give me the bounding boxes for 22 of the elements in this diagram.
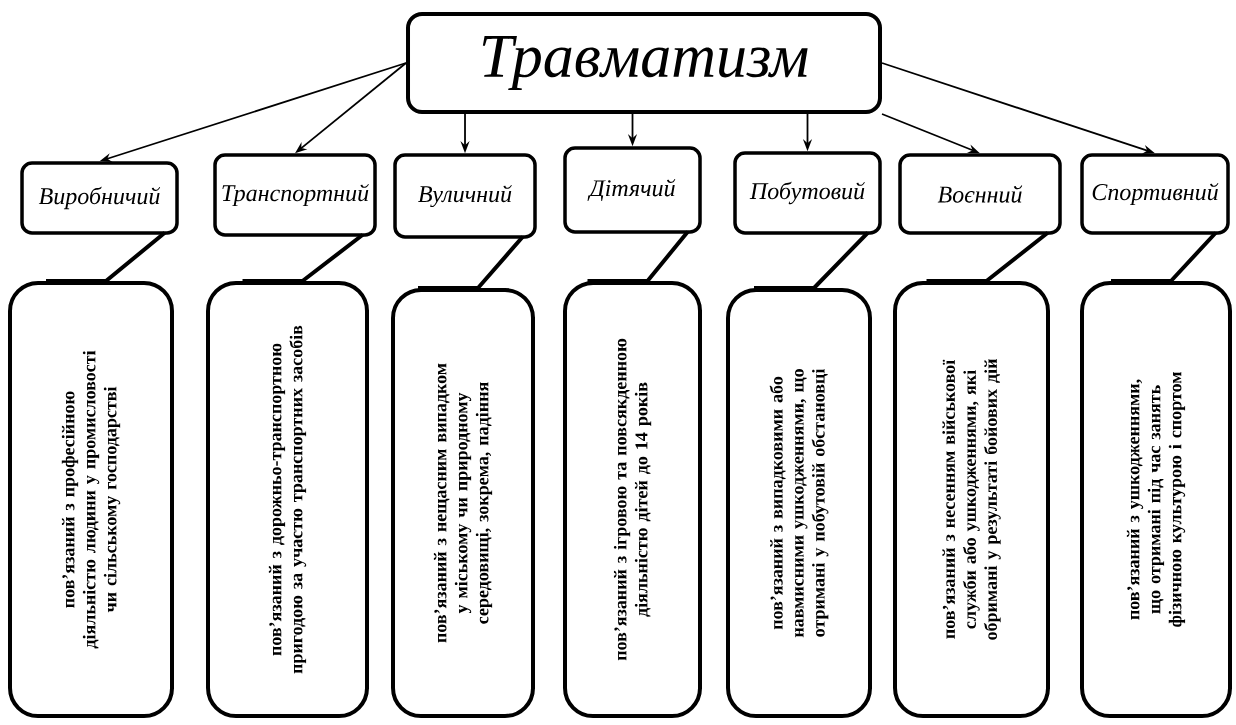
category-box: Побутовий	[733, 151, 882, 235]
callout-tail	[587, 230, 690, 283]
callout-tail	[754, 231, 870, 290]
category-box: Дітячий	[563, 146, 702, 234]
title-box: Травматизм	[406, 12, 882, 114]
description-callout: пов’язаний з нещасним випадком у міському чи природному середовищі, зокрема, падіння	[391, 288, 535, 718]
category-box: Вуличний	[393, 153, 537, 239]
category-box: Транспортний	[213, 153, 377, 237]
description-callout: пов’язаний з дорожньо-транспортною пригодою за участю транспортних засобів	[206, 281, 369, 718]
description-callout: пов’язаний з професійною діяльністю людини у промисловості чи сільському господарстві	[8, 281, 174, 718]
callout-tail	[46, 231, 167, 283]
callout-tail	[242, 233, 364, 283]
category-box: Спортивний	[1080, 153, 1230, 235]
description-callout: пов’язаний з ушкодженнями, що отримані під час занять фізичною культурою і спортом	[1080, 281, 1232, 718]
callout-tail	[926, 231, 1049, 283]
description-callout: пов’язаний з ігровою та повсякденною діяльністю дітей до 14 років	[563, 281, 702, 718]
category-box: Виробничий	[20, 161, 179, 235]
description-callout: пов’язаний з випадковими або навмисними ушкодженнями, що отримані у побутовій обстановці	[726, 288, 872, 718]
callout-tail	[1111, 231, 1218, 283]
callout-tail	[418, 235, 525, 290]
description-callout: пов’язаний з несенням військової служби або ушкодженнями, які обримані у результаті бойових дій	[893, 281, 1050, 718]
category-box: Воєнний	[898, 153, 1062, 235]
